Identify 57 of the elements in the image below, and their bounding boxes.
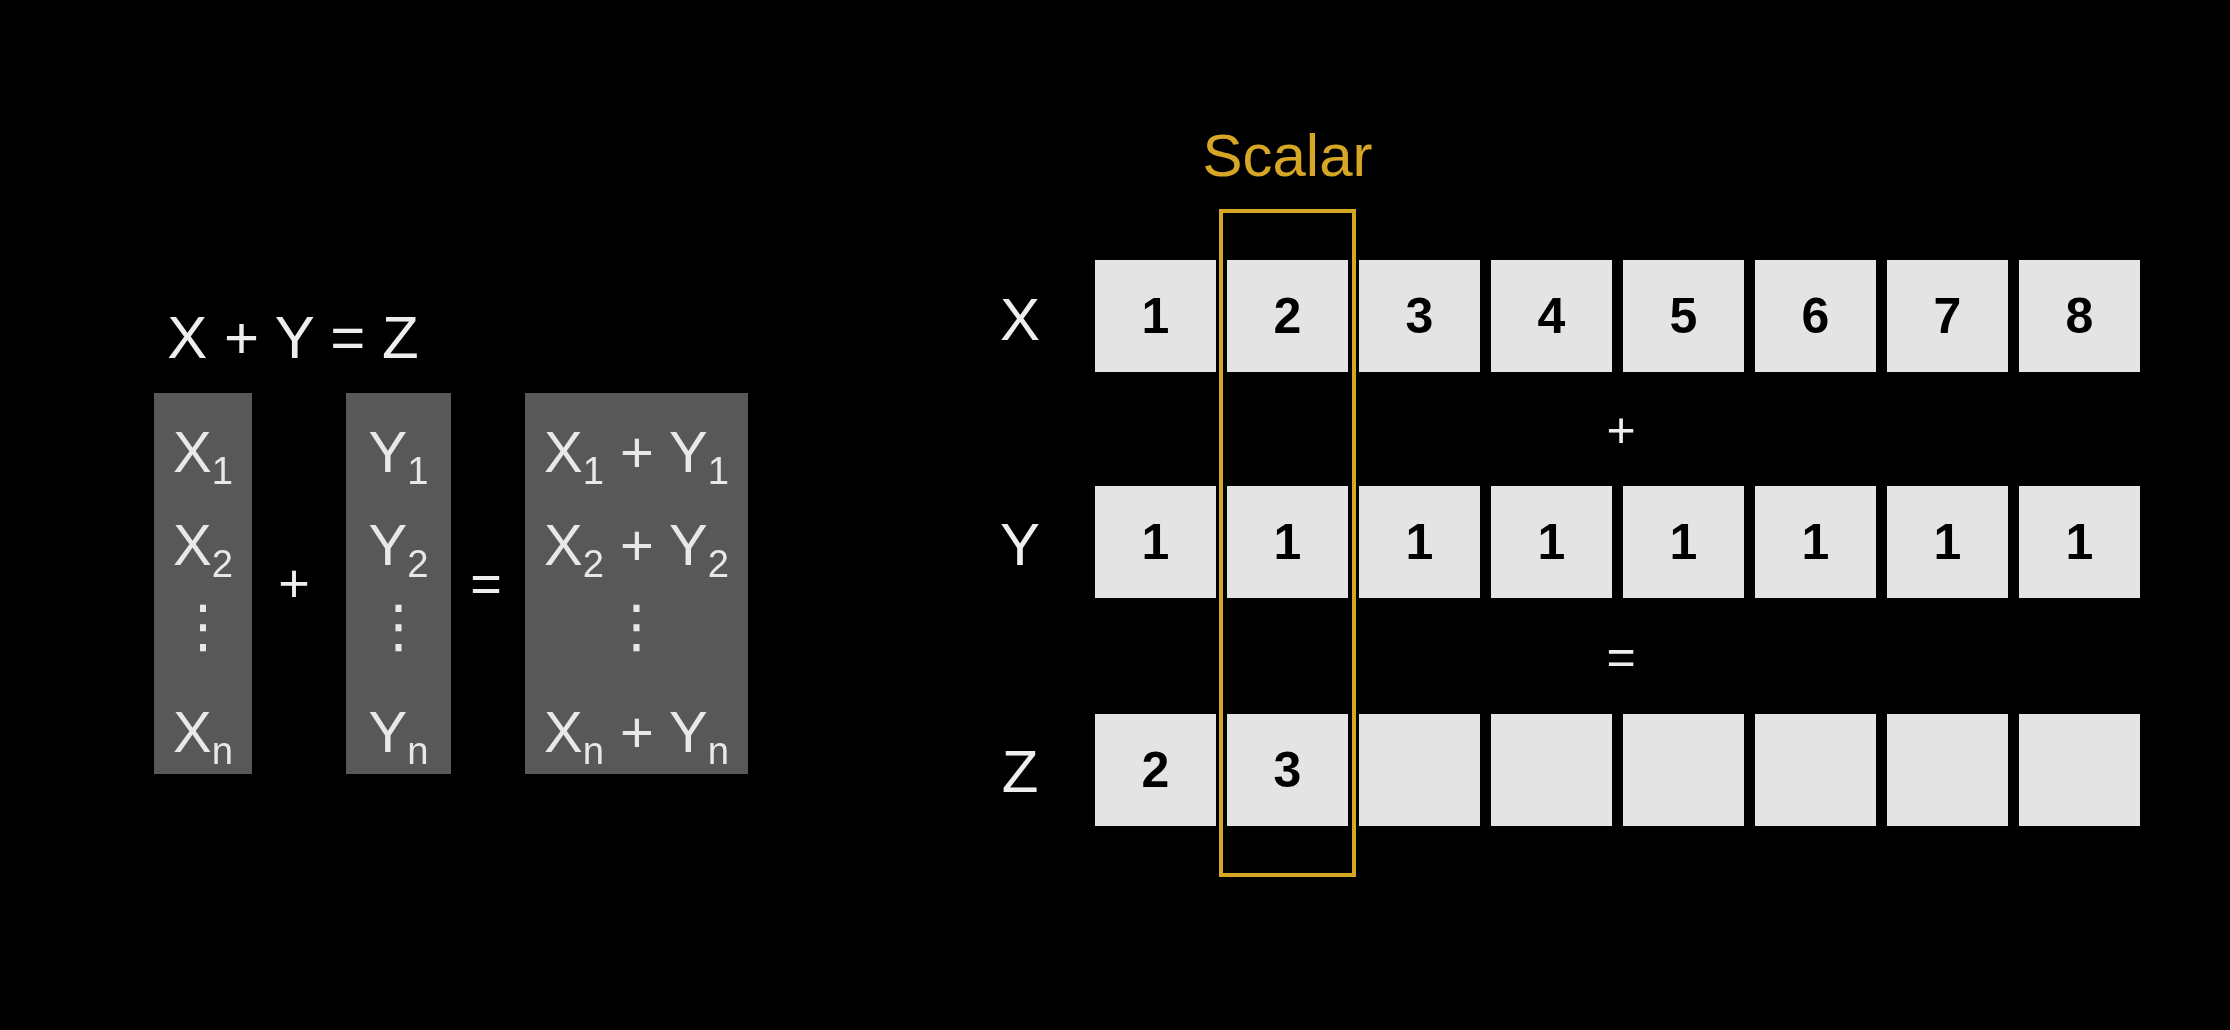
array-cell bbox=[1623, 260, 1744, 372]
vector-column bbox=[525, 393, 748, 774]
plus-sign: + bbox=[1606, 405, 1636, 455]
array-cell bbox=[2019, 260, 2140, 372]
frame-label: Scalar bbox=[1202, 126, 1373, 186]
array-cell bbox=[1095, 260, 1216, 372]
array-cell bbox=[2019, 714, 2140, 826]
cell-value: 1 bbox=[1405, 517, 1434, 567]
cell-value: 8 bbox=[2065, 291, 2094, 341]
cell-value: 4 bbox=[1537, 291, 1566, 341]
array-cell bbox=[1095, 486, 1216, 598]
cell-value: 1 bbox=[1141, 517, 1170, 567]
array-cell bbox=[1095, 714, 1216, 826]
cell-value: 6 bbox=[1801, 291, 1830, 341]
array-cell bbox=[1359, 714, 1480, 826]
row-label: Z bbox=[1001, 742, 1039, 802]
vector-column bbox=[346, 393, 451, 774]
array-cell bbox=[1755, 260, 1876, 372]
array-cell bbox=[1887, 714, 2008, 826]
array-cell bbox=[1755, 486, 1876, 598]
row-label: Y bbox=[1000, 515, 1040, 575]
row-label: X bbox=[1000, 290, 1040, 350]
cell-value: 3 bbox=[1405, 291, 1434, 341]
array-cell bbox=[1623, 714, 1744, 826]
array-cell bbox=[1227, 486, 1348, 598]
vector-entry: ⋮ bbox=[607, 597, 666, 655]
cell-value: 1 bbox=[2065, 517, 2094, 567]
cell-value: 2 bbox=[1273, 291, 1302, 341]
array-cell bbox=[1755, 714, 1876, 826]
equation-text: X + Y = Z bbox=[167, 308, 419, 368]
cell-value: 1 bbox=[1933, 517, 1962, 567]
array-cell bbox=[1491, 714, 1612, 826]
vector-entry: ⋮ bbox=[369, 597, 428, 655]
array-cell bbox=[1491, 260, 1612, 372]
array-cell bbox=[1359, 260, 1480, 372]
array-cell bbox=[1623, 486, 1744, 598]
cell-value: 5 bbox=[1669, 291, 1698, 341]
array-cell bbox=[1887, 260, 2008, 372]
cell-value: 1 bbox=[1141, 291, 1170, 341]
vector-column bbox=[154, 393, 252, 774]
cell-value: 3 bbox=[1273, 745, 1302, 795]
cell-value: 1 bbox=[1537, 517, 1566, 567]
cell-value: 7 bbox=[1933, 291, 1962, 341]
vector-entry: ⋮ bbox=[174, 597, 232, 655]
cell-value: 1 bbox=[1273, 517, 1302, 567]
array-cell bbox=[1359, 486, 1480, 598]
array-cell bbox=[1491, 486, 1612, 598]
array-cell bbox=[1227, 714, 1348, 826]
equals-sign: = bbox=[470, 556, 502, 610]
array-cell bbox=[1887, 486, 2008, 598]
cell-value: 1 bbox=[1801, 517, 1830, 567]
array-cell bbox=[2019, 486, 2140, 598]
cell-value: 2 bbox=[1141, 745, 1170, 795]
array-cell bbox=[1227, 260, 1348, 372]
equals-sign: = bbox=[1606, 632, 1636, 682]
cell-value: 1 bbox=[1669, 517, 1698, 567]
plus-sign: + bbox=[278, 556, 310, 610]
